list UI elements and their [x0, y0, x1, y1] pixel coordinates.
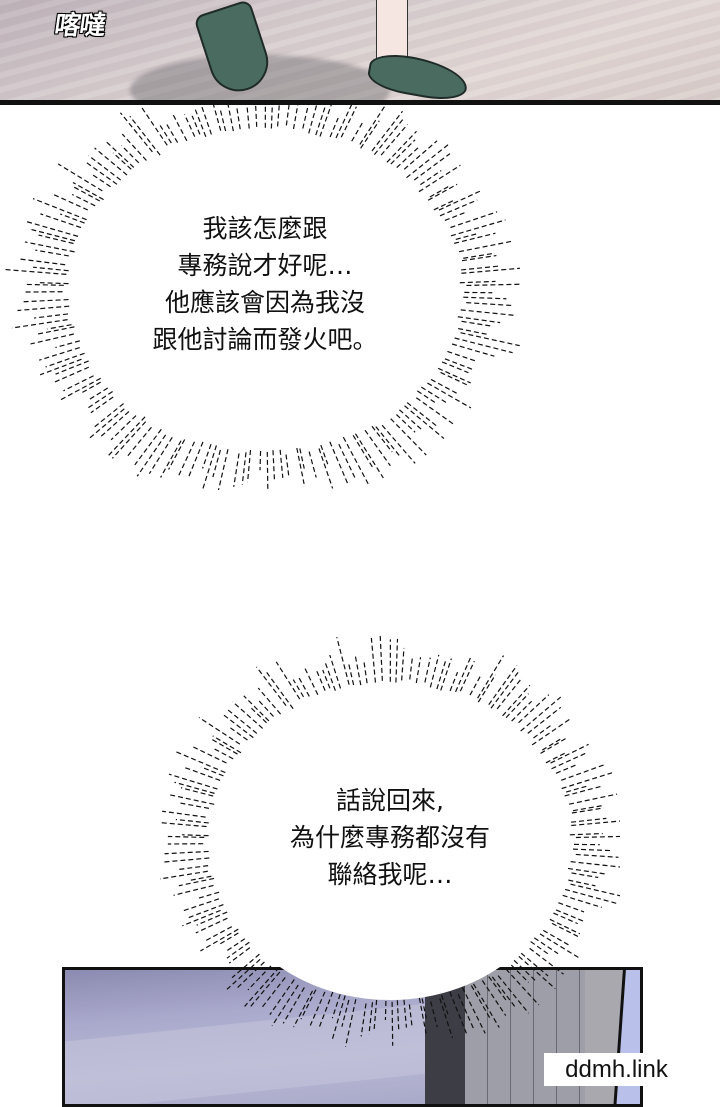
bubble-line: 為什麼專務都沒有	[230, 819, 550, 856]
thought-bubble-2: 話說回來, 為什麼專務都沒有 聯絡我呢…	[160, 630, 620, 1050]
bubble-line: 專務說才好呢…	[85, 247, 445, 284]
sound-effect: 喀噠	[52, 5, 107, 42]
bubble-line: 我該怎麼跟	[85, 210, 445, 247]
bubble-line: 聯絡我呢…	[230, 856, 550, 893]
top-panel: 喀噠	[0, 0, 720, 101]
bubble-line: 跟他討論而發火吧。	[85, 321, 445, 358]
watermark: ddmh.link	[544, 1053, 689, 1086]
bubble-1-text: 我該怎麼跟 專務說才好呢… 他應該會因為我沒 跟他討論而發火吧。	[85, 210, 445, 358]
bubble-2-text: 話說回來, 為什麼專務都沒有 聯絡我呢…	[230, 782, 550, 893]
bubble-line: 他應該會因為我沒	[85, 284, 445, 321]
thought-bubble-1: 我該怎麼跟 專務說才好呢… 他應該會因為我沒 跟他討論而發火吧。	[0, 100, 520, 490]
bubble-line: 話說回來,	[230, 782, 550, 819]
